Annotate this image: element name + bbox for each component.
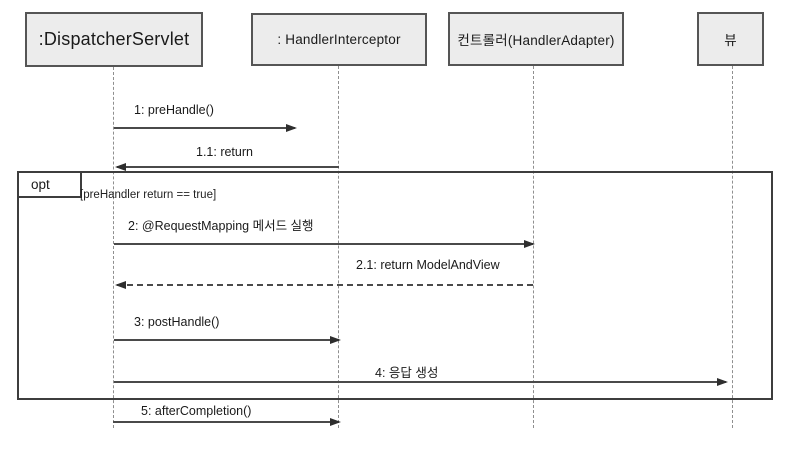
- lifeline-view: [732, 66, 733, 428]
- message-label-2: 2: @RequestMapping 메서드 실행: [128, 215, 314, 234]
- participant-label: : HandlerInterceptor: [277, 32, 401, 47]
- participant-dispatcher-servlet: :DispatcherServlet: [25, 12, 203, 67]
- message-arrow-3: [114, 336, 341, 344]
- message-label-4: 4: 응답 생성: [375, 362, 438, 381]
- message-arrow-2-1: [115, 281, 533, 289]
- guard-text: [preHandler return == true]: [80, 189, 217, 201]
- arrowhead-right-icon: [717, 378, 728, 386]
- arrowhead-left-icon: [115, 163, 126, 171]
- message-arrow-2: [114, 240, 535, 248]
- participant-label: :DispatcherServlet: [38, 29, 190, 49]
- message-text: 3: postHandle(): [134, 315, 220, 329]
- message-arrow-4: [114, 378, 728, 386]
- lifeline-handler-interceptor: [338, 66, 339, 428]
- message-arrow-5: [113, 418, 341, 426]
- arrowhead-right-icon: [330, 418, 341, 426]
- message-label-3: 3: postHandle(): [134, 315, 219, 329]
- participant-label: 뷰: [724, 33, 737, 48]
- message-label-2-1: 2.1: return ModelAndView: [356, 258, 500, 272]
- participant-label: 컨트롤러(HandlerAdapter): [457, 33, 615, 48]
- opt-fragment-frame: [17, 171, 773, 400]
- opt-fragment-guard: [preHandler return == true]: [80, 189, 216, 201]
- arrowhead-right-icon: [524, 240, 535, 248]
- message-arrow-1: [114, 124, 297, 132]
- opt-fragment-operator: opt: [17, 171, 82, 198]
- message-arrow-1-1: [115, 163, 339, 171]
- arrowhead-right-icon: [330, 336, 341, 344]
- message-text: 4: 응답 생성: [375, 366, 439, 380]
- message-text: 1.1: return: [196, 145, 253, 159]
- message-text: 1: preHandle(): [134, 103, 214, 117]
- participant-controller: 컨트롤러(HandlerAdapter): [448, 12, 624, 66]
- message-text: 2.1: return ModelAndView: [356, 258, 500, 272]
- participant-view: 뷰: [697, 12, 764, 66]
- arrowhead-left-icon: [115, 281, 126, 289]
- message-text: 5: afterCompletion(): [141, 404, 252, 418]
- message-label-5: 5: afterCompletion(): [141, 404, 251, 418]
- message-label-1: 1: preHandle(): [134, 103, 214, 117]
- message-text: 2: @RequestMapping 메서드 실행: [128, 219, 314, 233]
- arrowhead-right-icon: [286, 124, 297, 132]
- message-label-1-1: 1.1: return: [196, 145, 253, 159]
- participant-handler-interceptor: : HandlerInterceptor: [251, 13, 427, 66]
- opt-operator-text: opt: [31, 177, 50, 192]
- lifeline-dispatcher-servlet: [113, 67, 114, 428]
